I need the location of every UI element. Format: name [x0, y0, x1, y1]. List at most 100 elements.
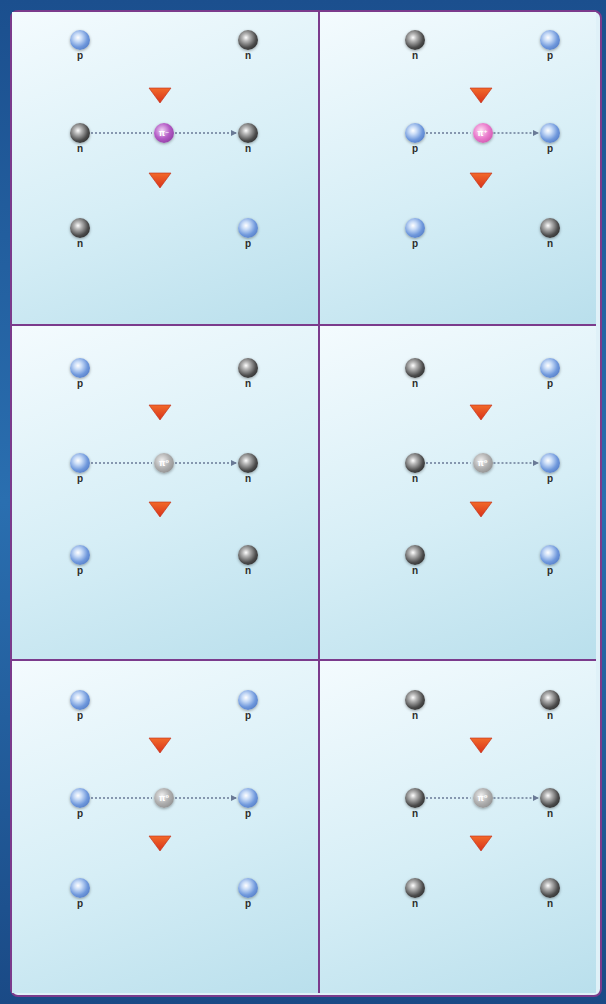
down-arrow [149, 173, 171, 188]
nucleon: p [64, 30, 96, 62]
nucleon-label: p [64, 565, 96, 577]
neutron-ball [238, 358, 258, 378]
nucleon: n [232, 545, 264, 577]
pion-exchange-line [494, 797, 539, 799]
pion-exchange-line [426, 462, 471, 464]
nucleon: n [399, 878, 431, 910]
nucleon: p [399, 218, 431, 250]
down-arrow [470, 88, 492, 103]
nucleon: p [534, 30, 566, 62]
nucleon-label: n [534, 710, 566, 722]
neutron-ball [70, 123, 90, 143]
nucleon: p [534, 545, 566, 577]
panel-divider [318, 12, 320, 993]
proton-ball [70, 878, 90, 898]
panel [12, 661, 318, 993]
neutron-ball [540, 878, 560, 898]
nucleon: n [399, 690, 431, 722]
pion-label: π⁰ [478, 459, 488, 468]
pion-exchange-line [426, 132, 471, 134]
panel-divider [12, 659, 596, 661]
nucleon-label: n [232, 565, 264, 577]
neutron-ball [238, 123, 258, 143]
proton-ball [540, 358, 560, 378]
proton-ball [405, 218, 425, 238]
nucleon: n [399, 788, 431, 820]
nucleon: p [534, 123, 566, 155]
pion-label: π⁰ [478, 794, 488, 803]
pion-circle: π⁻ [154, 123, 174, 143]
pion-exchange-line [426, 797, 471, 799]
nucleon-label: p [232, 898, 264, 910]
neutron-ball [405, 358, 425, 378]
nucleon: p [64, 788, 96, 820]
neutron-ball [540, 788, 560, 808]
nucleon: n [399, 453, 431, 485]
nucleon: p [64, 358, 96, 390]
pion-circle: π⁰ [154, 453, 174, 473]
neutron-ball [405, 30, 425, 50]
nucleon: p [64, 545, 96, 577]
nucleon-label: n [399, 808, 431, 820]
down-arrow [470, 836, 492, 851]
down-arrow [149, 405, 171, 420]
down-arrow [149, 738, 171, 753]
nucleon: n [399, 30, 431, 62]
proton-ball [70, 358, 90, 378]
nucleon-label: n [399, 378, 431, 390]
nucleon: n [534, 788, 566, 820]
nucleon-label: n [232, 143, 264, 155]
down-arrow [149, 836, 171, 851]
neutron-ball [405, 690, 425, 710]
nucleon-label: p [64, 473, 96, 485]
down-arrow [470, 405, 492, 420]
nucleon-label: p [399, 143, 431, 155]
nucleon: p [232, 690, 264, 722]
nucleon: n [399, 545, 431, 577]
pion-exchange-line [494, 132, 539, 134]
pion-label: π⁻ [159, 129, 170, 138]
panel [320, 661, 596, 993]
down-arrow [470, 502, 492, 517]
nucleon-label: n [534, 238, 566, 250]
nucleon: p [534, 358, 566, 390]
down-arrow [149, 502, 171, 517]
proton-ball [70, 788, 90, 808]
neutron-ball [405, 453, 425, 473]
panel [12, 12, 318, 324]
nucleon: n [232, 30, 264, 62]
nucleon-label: n [534, 898, 566, 910]
nucleon-label: p [64, 50, 96, 62]
nucleon-label: p [64, 710, 96, 722]
proton-ball [540, 545, 560, 565]
nucleon-label: p [232, 808, 264, 820]
down-arrow [149, 88, 171, 103]
neutron-ball [405, 788, 425, 808]
nucleon-label: p [64, 378, 96, 390]
neutron-ball [238, 545, 258, 565]
nucleon-label: p [232, 238, 264, 250]
proton-ball [238, 218, 258, 238]
nucleon: n [64, 123, 96, 155]
panel [12, 326, 318, 659]
neutron-ball [405, 545, 425, 565]
nucleon-label: n [232, 473, 264, 485]
nucleon-label: n [399, 50, 431, 62]
pion-circle: π⁰ [473, 788, 493, 808]
pion-exchange-line [91, 132, 152, 134]
nucleon: n [399, 358, 431, 390]
pion-exchange-line [175, 132, 236, 134]
pion-exchange-line [494, 462, 539, 464]
nucleon: p [232, 788, 264, 820]
nucleon: p [232, 878, 264, 910]
nucleon-label: n [399, 565, 431, 577]
nucleon: n [232, 358, 264, 390]
panel-divider [12, 324, 596, 326]
nucleon: n [534, 218, 566, 250]
proton-ball [540, 123, 560, 143]
nucleon-label: n [534, 808, 566, 820]
nucleon: n [232, 123, 264, 155]
nucleon-label: p [534, 473, 566, 485]
